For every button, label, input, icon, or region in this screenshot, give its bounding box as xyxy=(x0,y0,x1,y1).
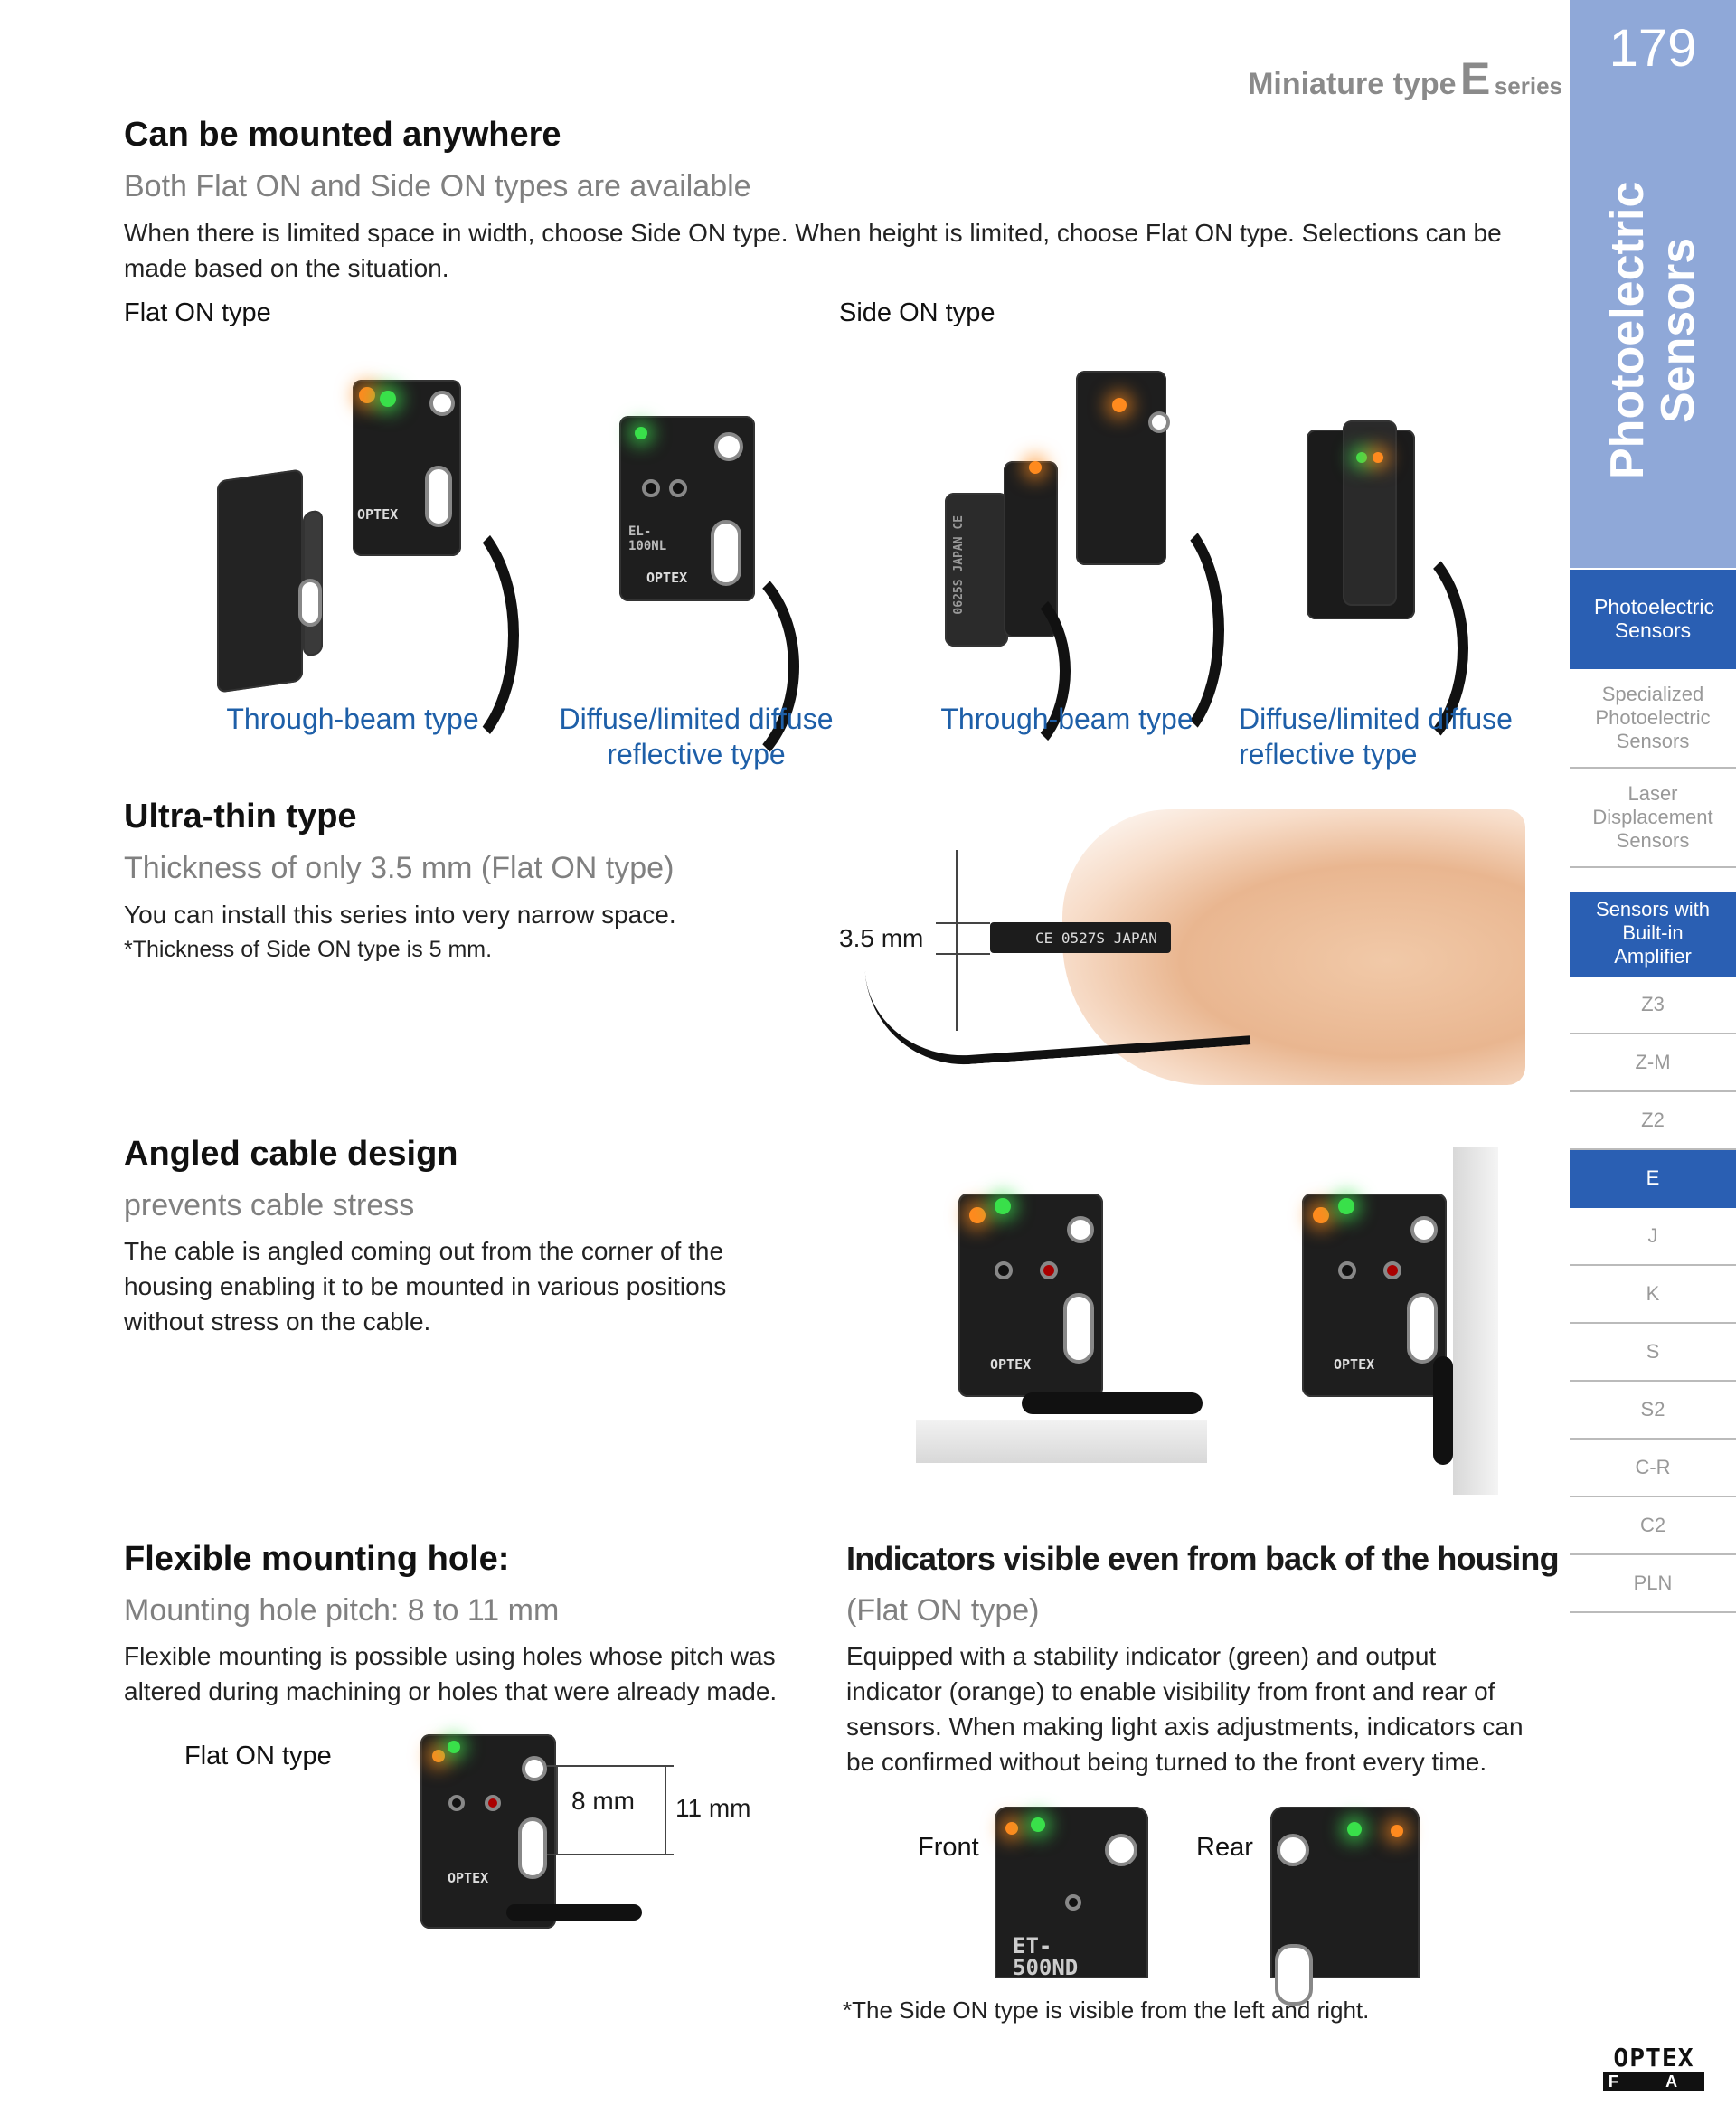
series-header: Miniature type E series xyxy=(1248,52,1562,105)
sidebar-item-c-r[interactable]: C-R xyxy=(1570,1440,1736,1497)
sidebar-item-k[interactable]: K xyxy=(1570,1266,1736,1324)
sidebar-item-label: Photoelectric Sensors xyxy=(1594,595,1714,642)
logo-text: OPTEX xyxy=(1613,2043,1694,2072)
dimension-8mm: 8 mm xyxy=(571,1787,635,1815)
sidebar-item-built-in-amplifier[interactable]: Sensors with Built-in Amplifier xyxy=(1570,892,1736,977)
series-suffix: series xyxy=(1494,72,1562,99)
sidebar-item-label: Sensors with Built-in Amplifier xyxy=(1596,898,1710,968)
section5-subtitle: (Flat ON type) xyxy=(846,1593,1040,1628)
sidebar-item-label: Z-M xyxy=(1635,1051,1671,1073)
sidebar-item-label: J xyxy=(1647,1224,1658,1247)
sidebar-header-band xyxy=(1570,0,1736,568)
sidebar-item-j[interactable]: J xyxy=(1570,1208,1736,1266)
sidebar-item-laser-displacement[interactable]: Laser Displacement Sensors xyxy=(1570,769,1736,868)
sidebar-item-label: K xyxy=(1646,1282,1660,1305)
sidebar-item-z2[interactable]: Z2 xyxy=(1570,1092,1736,1150)
section5-title: Indicators visible even from back of the… xyxy=(846,1540,1560,1577)
section4-body: Flexible mounting is possible using hole… xyxy=(124,1642,778,1705)
section1-body: When there is limited space in width, ch… xyxy=(124,219,1502,282)
optex-logo: OPTEX F A xyxy=(1603,2045,1704,2091)
side-on-label: Side ON type xyxy=(839,298,995,327)
logo-sub: F A xyxy=(1603,2072,1704,2091)
section2-body: You can install this series into very na… xyxy=(124,901,676,929)
caption-side-diffuse: Diffuse/limited diffuse reflective type xyxy=(1239,703,1513,770)
sidebar-item-z3[interactable]: Z3 xyxy=(1570,977,1736,1034)
sidebar-item-label: S xyxy=(1646,1340,1660,1363)
sidebar: 179 Photoelectric Sensors Photoelectric … xyxy=(1570,0,1736,2124)
sidebar-item-c2[interactable]: C2 xyxy=(1570,1497,1736,1555)
page-number: 179 xyxy=(1609,19,1697,78)
caption-flat-through-beam: Through-beam type xyxy=(226,703,479,735)
sidebar-item-label: S2 xyxy=(1640,1398,1665,1421)
sidebar-item-e[interactable]: E xyxy=(1570,1150,1736,1208)
sidebar-item-pln[interactable]: PLN xyxy=(1570,1555,1736,1613)
sidebar-item-label: Z3 xyxy=(1641,993,1665,1015)
series-letter: E xyxy=(1460,53,1491,104)
sidebar-item-z-m[interactable]: Z-M xyxy=(1570,1034,1736,1092)
series-prefix: Miniature type xyxy=(1248,67,1457,101)
section4-type-label: Flat ON type xyxy=(184,1742,332,1770)
caption-side-through-beam: Through-beam type xyxy=(940,703,1194,735)
section5-note: *The Side ON type is visible from the le… xyxy=(843,1997,1370,2024)
sidebar-item-label: C-R xyxy=(1635,1456,1671,1478)
flat-on-label: Flat ON type xyxy=(124,298,271,327)
sidebar-vertical-line1: Photoelectric xyxy=(1601,181,1654,479)
sidebar-vertical-line2: Sensors xyxy=(1652,237,1704,423)
rear-label: Rear xyxy=(1196,1833,1253,1862)
caption-flat-diffuse: Diffuse/limited diffuse reflective type xyxy=(559,703,834,770)
section4-subtitle: Mounting hole pitch: 8 to 11 mm xyxy=(124,1593,560,1628)
section4-title: Flexible mounting hole: xyxy=(124,1540,510,1578)
section2-subtitle: Thickness of only 3.5 mm (Flat ON type) xyxy=(124,851,675,885)
sidebar-item-label: Z2 xyxy=(1641,1109,1665,1131)
section1-title: Can be mounted anywhere xyxy=(124,116,561,154)
sidebar-item-s2[interactable]: S2 xyxy=(1570,1382,1736,1440)
section3-body: The cable is angled coming out from the … xyxy=(124,1237,727,1336)
sidebar-item-s[interactable]: S xyxy=(1570,1324,1736,1382)
section2-note: *Thickness of Side ON type is 5 mm. xyxy=(124,937,493,962)
section5-body: Equipped with a stability indicator (gre… xyxy=(846,1642,1524,1776)
section1-subtitle: Both Flat ON and Side ON types are avail… xyxy=(124,169,751,203)
sidebar-item-photoelectric-sensors[interactable]: Photoelectric Sensors xyxy=(1570,570,1736,669)
section3-subtitle: prevents cable stress xyxy=(124,1188,415,1222)
sidebar-item-label: E xyxy=(1646,1166,1660,1189)
section3-title: Angled cable design xyxy=(124,1135,458,1173)
dimension-3-5mm: 3.5 mm xyxy=(839,924,924,952)
sidebar-item-specialized-photoelectric[interactable]: Specialized Photoelectric Sensors xyxy=(1570,669,1736,769)
sidebar-vertical-title: Photoelectric Sensors xyxy=(1570,145,1736,524)
sidebar-item-label: C2 xyxy=(1639,1514,1666,1536)
dimension-11mm: 11 mm xyxy=(675,1794,751,1822)
section2-title: Ultra-thin type xyxy=(124,798,357,835)
sidebar-item-label: PLN xyxy=(1633,1572,1673,1594)
sidebar-item-label: Laser Displacement Sensors xyxy=(1592,782,1713,852)
front-label: Front xyxy=(918,1833,979,1862)
sidebar-item-label: Specialized Photoelectric Sensors xyxy=(1595,683,1711,752)
